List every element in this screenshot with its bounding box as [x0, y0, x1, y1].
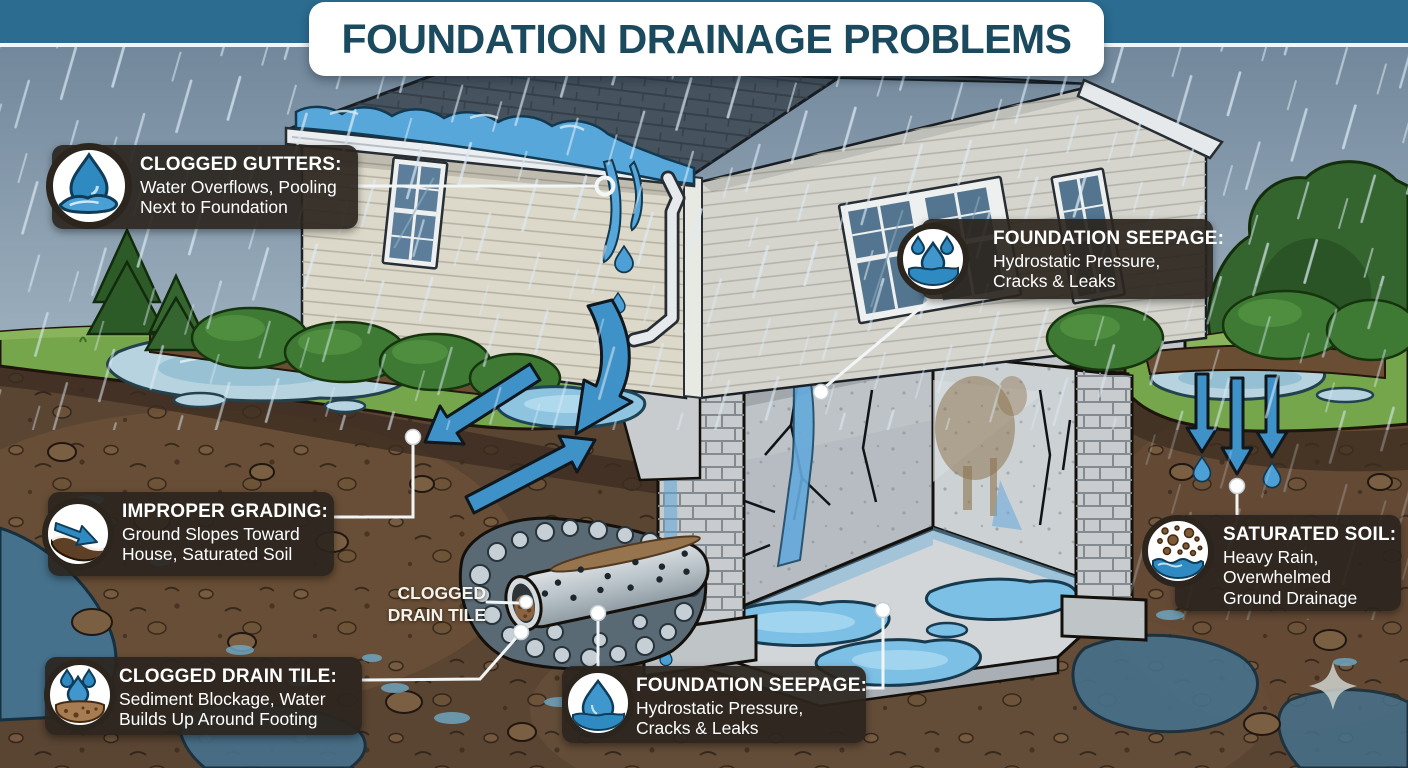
callout-improper-grading: IMPROPER GRADING: Ground Slopes Toward H… — [42, 492, 334, 576]
callout-foundation-seepage-bottom: FOUNDATION SEEPAGE: Hydrostatic Pressure… — [562, 666, 868, 743]
callout-body: Ground Slopes Toward House, Saturated So… — [122, 523, 300, 565]
subsurface-arrow — [464, 434, 597, 515]
pipe-holes — [541, 550, 690, 601]
callout-saturated-soil: SATURATED SOIL: Heavy Rain, Overwhelmed … — [1142, 515, 1401, 611]
callout-title: FOUNDATION SEEPAGE: — [636, 675, 868, 696]
drain-tile-assembly — [458, 516, 710, 671]
callout-clogged-drain-tile: CLOGGED DRAIN TILE: Sediment Blockage, W… — [44, 657, 362, 735]
water-drops-level-icon — [897, 223, 969, 295]
soil-water-icon — [1142, 515, 1214, 587]
callout-body: Hydrostatic Pressure, Cracks & Leaks — [636, 697, 804, 739]
drops-sediment-icon — [44, 659, 116, 731]
callout-clogged-gutters: CLOGGED GUTTERS: Water Overflows, Poolin… — [46, 143, 358, 229]
title-banner: FOUNDATION DRAINAGE PROBLEMS — [309, 2, 1104, 76]
leader-lines — [333, 184, 1239, 690]
drop-level-icon — [562, 667, 634, 739]
callout-body: Hydrostatic Pressure, Cracks & Leaks — [993, 250, 1161, 292]
slope-arrow-icon — [42, 498, 114, 570]
callout-title: CLOGGED DRAIN TILE: — [119, 666, 338, 687]
pipe-sediment-top — [550, 535, 701, 573]
sparkle-icon — [1309, 662, 1357, 710]
callout-body: Water Overflows, Pooling Next to Foundat… — [140, 176, 337, 218]
drain-tile-pointer-label: CLOGGED DRAIN TILE — [387, 583, 486, 625]
callout-body: Heavy Rain, Overwhelmed Ground Drainage — [1223, 546, 1358, 608]
callout-title: CLOGGED GUTTERS: — [140, 154, 342, 175]
page-title: FOUNDATION DRAINAGE PROBLEMS — [341, 15, 1072, 62]
callout-foundation-seepage-top: FOUNDATION SEEPAGE: Hydrostatic Pressure… — [897, 219, 1225, 299]
callout-title: IMPROPER GRADING: — [122, 501, 329, 522]
callout-title: FOUNDATION SEEPAGE: — [993, 228, 1225, 249]
callout-title: SATURATED SOIL: — [1223, 524, 1397, 545]
water-drop-puddle-icon — [46, 143, 132, 229]
leader-dots — [404, 175, 1246, 641]
callout-body: Sediment Blockage, Water Builds Up Aroun… — [119, 688, 326, 730]
